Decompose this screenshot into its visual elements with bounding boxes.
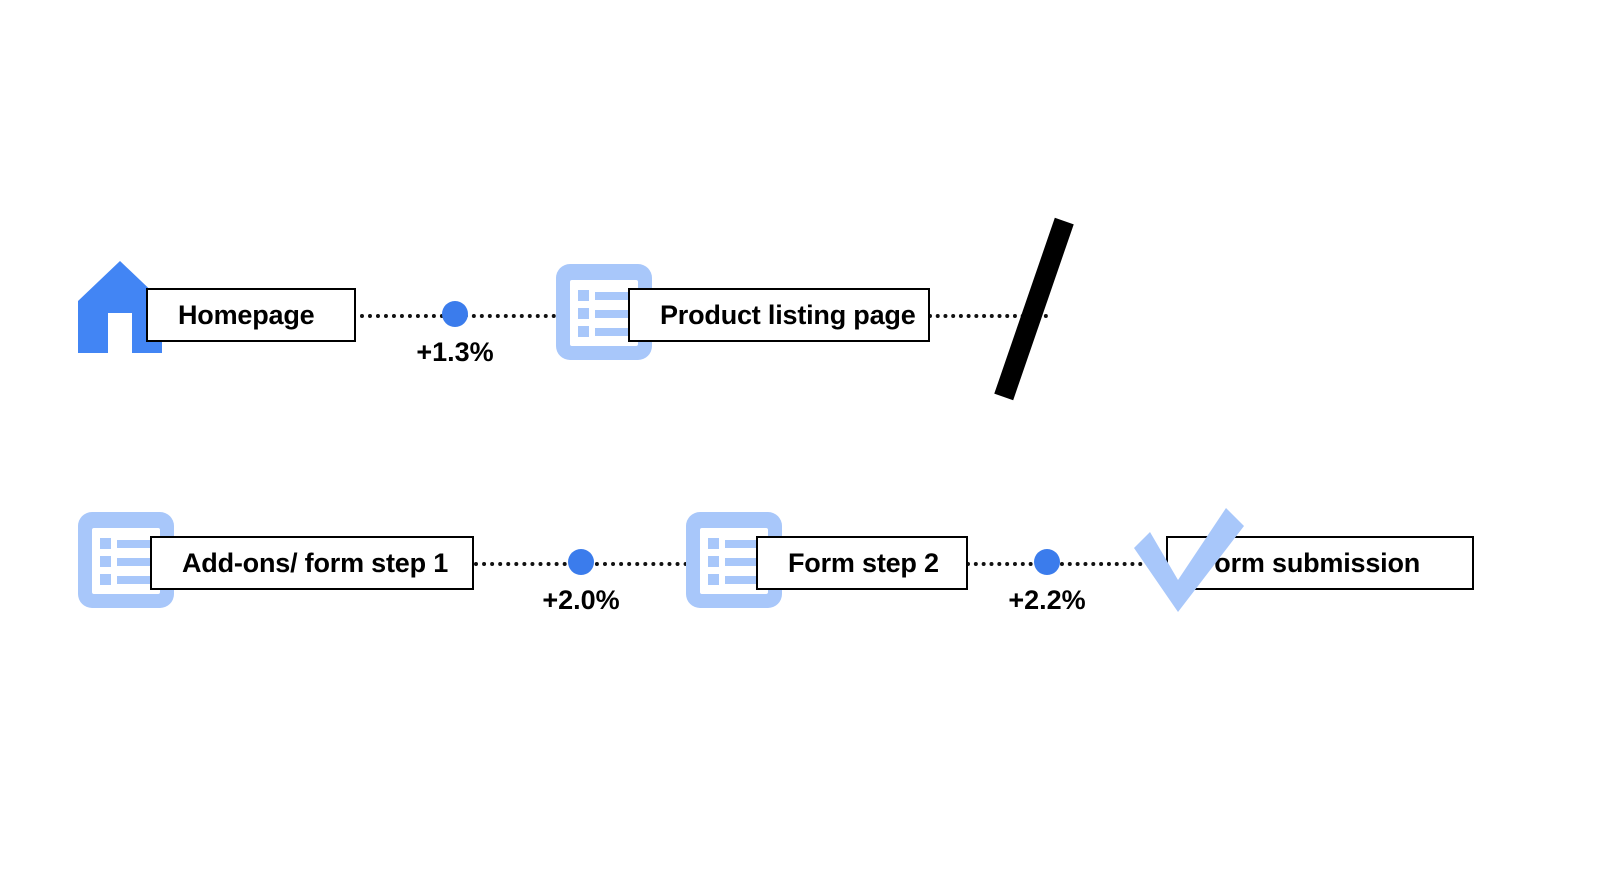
node-homepage[interactable]: Homepage [146, 288, 356, 342]
connector-form-step-2-to-form-submission [966, 562, 1166, 566]
node-form-step-2[interactable]: Form step 2 [756, 536, 968, 590]
node-form-submission[interactable]: Form submission [1166, 536, 1474, 590]
node-form-submission-label: Form submission [1198, 547, 1421, 578]
metric-homepage-to-product-listing: +1.3% [416, 301, 494, 367]
metric-label: +2.2% [1008, 585, 1086, 615]
metric-label: +2.0% [542, 585, 620, 615]
node-product-listing-page-label: Product listing page [660, 299, 916, 330]
check-icon [1134, 508, 1244, 612]
diagonal-slash-icon [994, 217, 1074, 401]
node-add-ons-form-step-1[interactable]: Add-ons/ form step 1 [150, 536, 474, 590]
check-icon-wrapper [1126, 506, 1250, 618]
connector-product-listing-to-slash [928, 314, 1048, 318]
home-icon [78, 261, 162, 353]
metric-dot [442, 301, 468, 327]
node-add-ons-form-step-1-label: Add-ons/ form step 1 [182, 547, 449, 578]
metric-label: +1.3% [416, 337, 494, 367]
home-icon-wrapper [78, 261, 162, 353]
metric-dot [1034, 549, 1060, 575]
node-homepage-label: Homepage [178, 299, 315, 330]
metric-dot [568, 549, 594, 575]
node-form-step-2-label: Form step 2 [788, 547, 939, 578]
metric-addons-to-form-step-2: +2.0% [542, 549, 620, 615]
node-product-listing-page[interactable]: Product listing page [628, 288, 930, 342]
metric-form-step-2-to-form-submission: +2.2% [1008, 549, 1086, 615]
